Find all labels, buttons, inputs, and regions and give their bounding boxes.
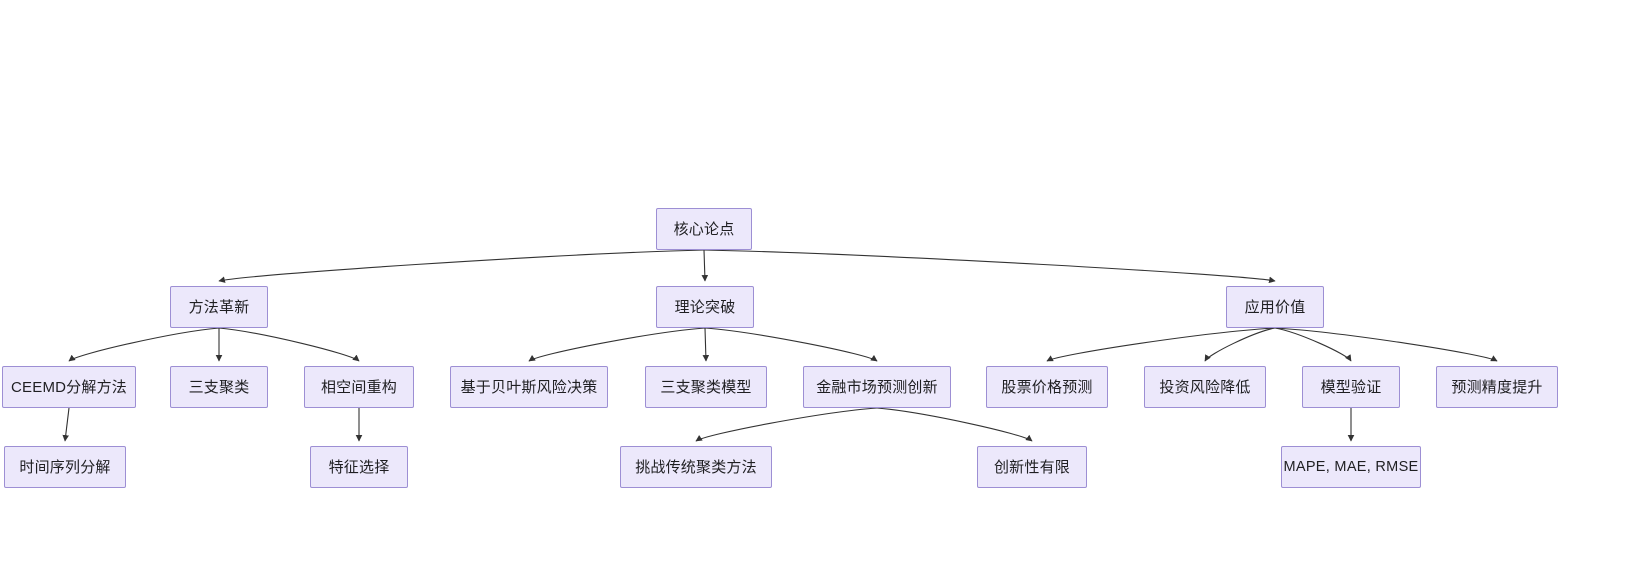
node-label: 股票价格预测 (1001, 378, 1093, 396)
edge-root-to-m2 (701, 249, 709, 282)
node-m1[interactable]: 方法革新 (170, 286, 268, 328)
node-c5[interactable]: 三支聚类模型 (645, 366, 767, 408)
edge-m3-to-c10 (1274, 327, 1498, 362)
node-root[interactable]: 核心论点 (656, 208, 752, 250)
edge-m3-to-c7 (1046, 327, 1276, 362)
node-c2[interactable]: 三支聚类 (170, 366, 268, 408)
node-label: 模型验证 (1320, 378, 1382, 396)
node-m3[interactable]: 应用价值 (1226, 286, 1324, 328)
node-c10[interactable]: 预测精度提升 (1436, 366, 1558, 408)
edge-m2-to-c4 (528, 327, 706, 362)
node-d3[interactable]: 挑战传统聚类方法 (620, 446, 772, 488)
edge-m2-to-c6 (704, 327, 878, 362)
node-c4[interactable]: 基于贝叶斯风险决策 (450, 366, 608, 408)
node-label: 时间序列分解 (19, 458, 111, 476)
node-c1[interactable]: CEEMD分解方法 (2, 366, 136, 408)
node-label: 方法革新 (188, 298, 250, 316)
node-d5[interactable]: MAPE, MAE, RMSE (1281, 446, 1421, 488)
node-c8[interactable]: 投资风险降低 (1144, 366, 1266, 408)
edges-group (62, 249, 1498, 442)
node-c9[interactable]: 模型验证 (1302, 366, 1400, 408)
node-label: 应用价值 (1244, 298, 1306, 316)
node-label: 基于贝叶斯风险决策 (460, 378, 598, 396)
node-d4[interactable]: 创新性有限 (977, 446, 1087, 488)
node-c3[interactable]: 相空间重构 (304, 366, 414, 408)
node-label: 预测精度提升 (1451, 378, 1543, 396)
node-label: 相空间重构 (320, 378, 397, 396)
edge-m2-to-c5 (702, 327, 710, 362)
node-label: 三支聚类 (188, 378, 250, 396)
node-m2[interactable]: 理论突破 (656, 286, 754, 328)
node-label: 特征选择 (328, 458, 390, 476)
edge-c6-to-d3 (695, 407, 878, 442)
edge-m1-to-c1 (68, 327, 220, 362)
edge-m1-to-c3 (218, 327, 360, 362)
node-d2[interactable]: 特征选择 (310, 446, 408, 488)
node-c6[interactable]: 金融市场预测创新 (803, 366, 951, 408)
node-label: 理论突破 (674, 298, 736, 316)
edge-c6-to-d4 (876, 407, 1033, 442)
node-label: 核心论点 (673, 220, 735, 238)
node-label: MAPE, MAE, RMSE (1283, 458, 1419, 475)
edge-m3-to-c9 (1274, 327, 1352, 362)
node-label: 三支聚类模型 (660, 378, 752, 396)
node-label: 投资风险降低 (1159, 378, 1251, 396)
node-label: 创新性有限 (993, 458, 1070, 476)
edge-c1-to-d1 (62, 407, 70, 442)
edge-root-to-m1 (218, 249, 705, 283)
node-label: CEEMD分解方法 (11, 378, 127, 396)
node-c7[interactable]: 股票价格预测 (986, 366, 1108, 408)
edge-root-to-m3 (703, 249, 1276, 284)
node-label: 挑战传统聚类方法 (635, 458, 757, 476)
edge-m3-to-c8 (1204, 327, 1276, 362)
node-label: 金融市场预测创新 (816, 378, 938, 396)
node-d1[interactable]: 时间序列分解 (4, 446, 126, 488)
